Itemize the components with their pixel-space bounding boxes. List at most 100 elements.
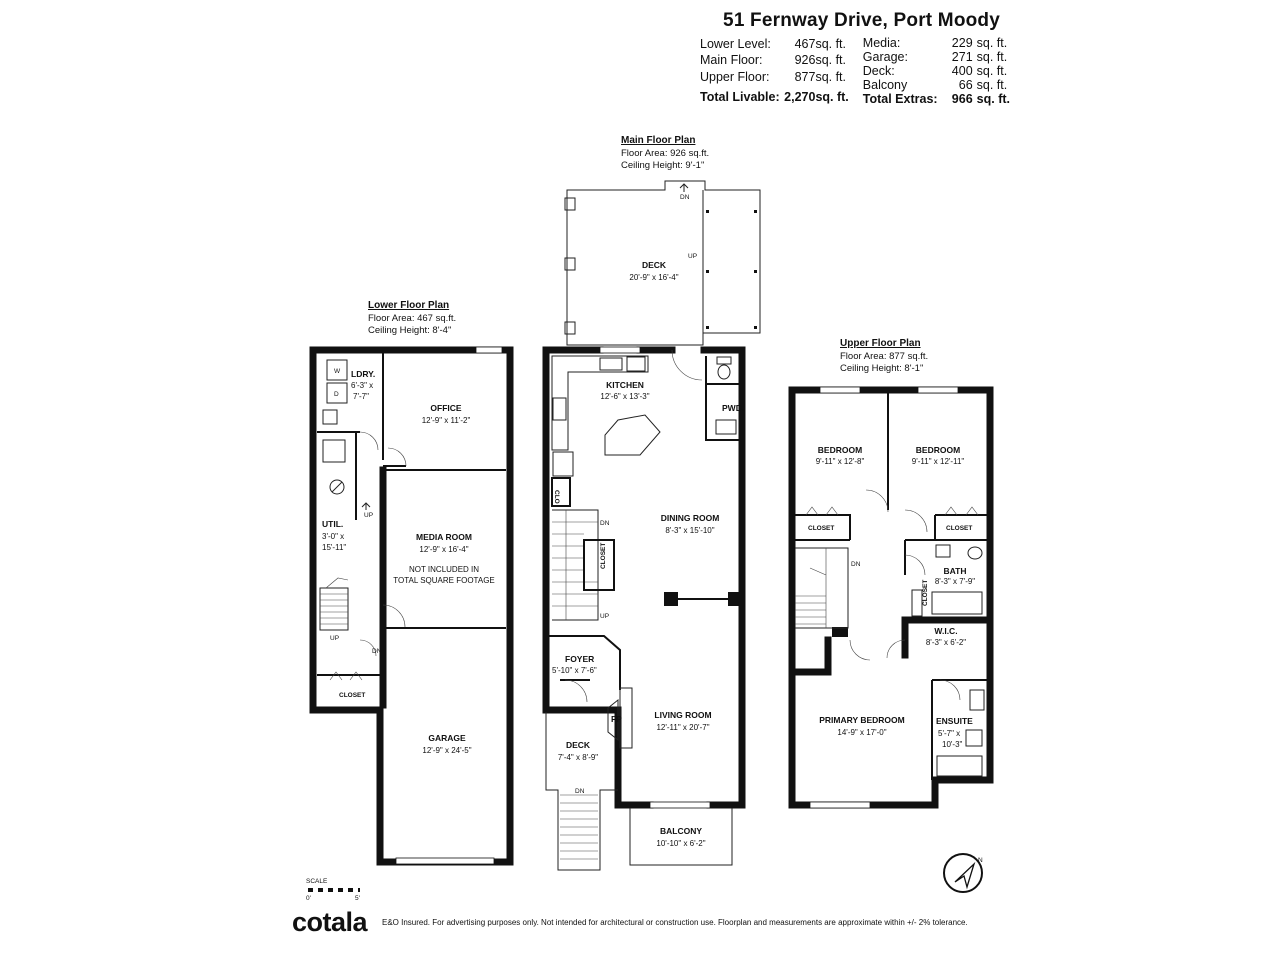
room-name: CLOSET [600,543,607,569]
rear-deck: DN UP [564,180,761,346]
room-dim: 12'-9" x 16'-4" [419,545,468,554]
total-livable-unit: sq. ft. [815,90,849,105]
row-label: Upper Floor: [700,69,770,84]
toilet-icon [967,546,983,560]
deck-post [754,270,757,273]
room-name: CLOSET [808,525,834,532]
room-dim: 14'-9" x 17'-0" [837,728,886,737]
room-name: DINING ROOM [661,513,720,523]
column [832,627,848,637]
row-value: 229 [951,36,973,50]
row-label: Lower Level: [700,37,771,52]
stair-run [325,577,349,589]
bathtub-icon [936,755,983,777]
room-name: OFFICE [430,403,461,413]
wall [901,616,991,659]
window [819,386,861,394]
room-dim: 5'-10" x 7'-6" [552,666,597,675]
closet-wall [551,477,571,507]
toilet-icon [969,689,985,711]
window [809,801,871,809]
room-dim: 8'-3" x 7'-9" [935,577,975,586]
room-dim: 6'-3" x [351,381,373,390]
property-address: 51 Fernway Drive, Port Moody [723,10,1000,31]
stair-treads [320,593,348,625]
total-extras-unit: sq. ft. [976,92,1010,106]
deck-post [564,197,576,211]
total-extras-label: Total Extras: [862,92,938,106]
stove-icon [626,356,646,372]
scale-zero: 0' [306,895,311,902]
row-value: 926 [794,53,816,68]
row-value: 271 [951,50,973,64]
room-dim: 7'-7" [353,392,369,401]
room-name: BATH [944,566,967,576]
room-dim: 12'-9" x 11'-2" [422,416,471,425]
row-label: Main Floor: [700,53,763,68]
room-dim: 12'-6" x 13'-3" [600,392,649,401]
row-value: 400 [951,64,973,78]
room-name: MEDIA ROOM [416,532,472,542]
room-name: BALCONY [660,826,702,836]
front-stair-treads [560,794,598,860]
room-note: TOTAL SQUARE FOOTAGE [393,576,495,585]
lower-floor-plan: Lower Floor Plan Floor Area: 467 sq.ft. … [309,300,514,866]
furnace-icon [329,479,345,495]
deck-post [706,326,709,329]
door-swing [564,679,588,703]
dn-mark: DN [372,648,382,655]
lower-outer-wall [309,346,514,866]
door-swing [939,679,961,701]
total-extras-value: 966 [951,92,973,106]
compass-arrow-icon [954,861,976,890]
main-outer-wall [542,346,746,809]
kitchen-counter [551,355,649,451]
row-value: 467 [794,37,816,52]
room-dim: 10'-10" x 6'-2" [656,839,705,848]
upper-floor-area: Floor Area: 877 sq.ft. [840,351,928,362]
dn-mark: DN [600,520,610,527]
room-name: DECK [642,260,667,270]
room-name: ENSUITE [936,716,973,726]
furnace-mark [331,481,343,493]
room-name: CLOSET [922,580,929,606]
room-name: BEDROOM [818,445,862,455]
deck-post [754,326,757,329]
room-dim: 9'-11" x 12'-11" [912,457,965,466]
row-value: 877 [794,69,816,84]
room-dim: 8'-3" x 6'-2" [926,638,966,647]
wall [791,636,832,676]
room-dim: 20'-9" x 16'-4" [629,273,678,282]
total-livable-label: Total Livable: [700,90,780,105]
deck-outline [566,180,761,346]
wall [705,356,742,441]
row-label: Balcony [862,78,908,92]
fireplace-label: FP [611,714,622,724]
deck-post [564,257,576,271]
garage-door [395,857,495,865]
washer-icon [326,359,348,381]
wall [546,635,621,690]
linen-closet [911,589,923,617]
deck-post [706,210,709,213]
scale-label: SCALE [306,878,328,885]
disclaimer: E&O Insured. For advertising purposes on… [382,918,968,927]
kitchen-island [604,414,661,456]
row-unit: sq. ft. [815,53,847,68]
toilet-icon [716,356,732,365]
toilet-icon [717,364,731,380]
sink-icon [965,729,983,747]
column [664,592,678,606]
door-swing [865,489,889,513]
row-unit: sq. ft. [976,64,1008,78]
main-floor-plan: Main Floor Plan Floor Area: 926 sq.ft. C… [542,135,761,871]
dryer-label: D [334,391,339,398]
